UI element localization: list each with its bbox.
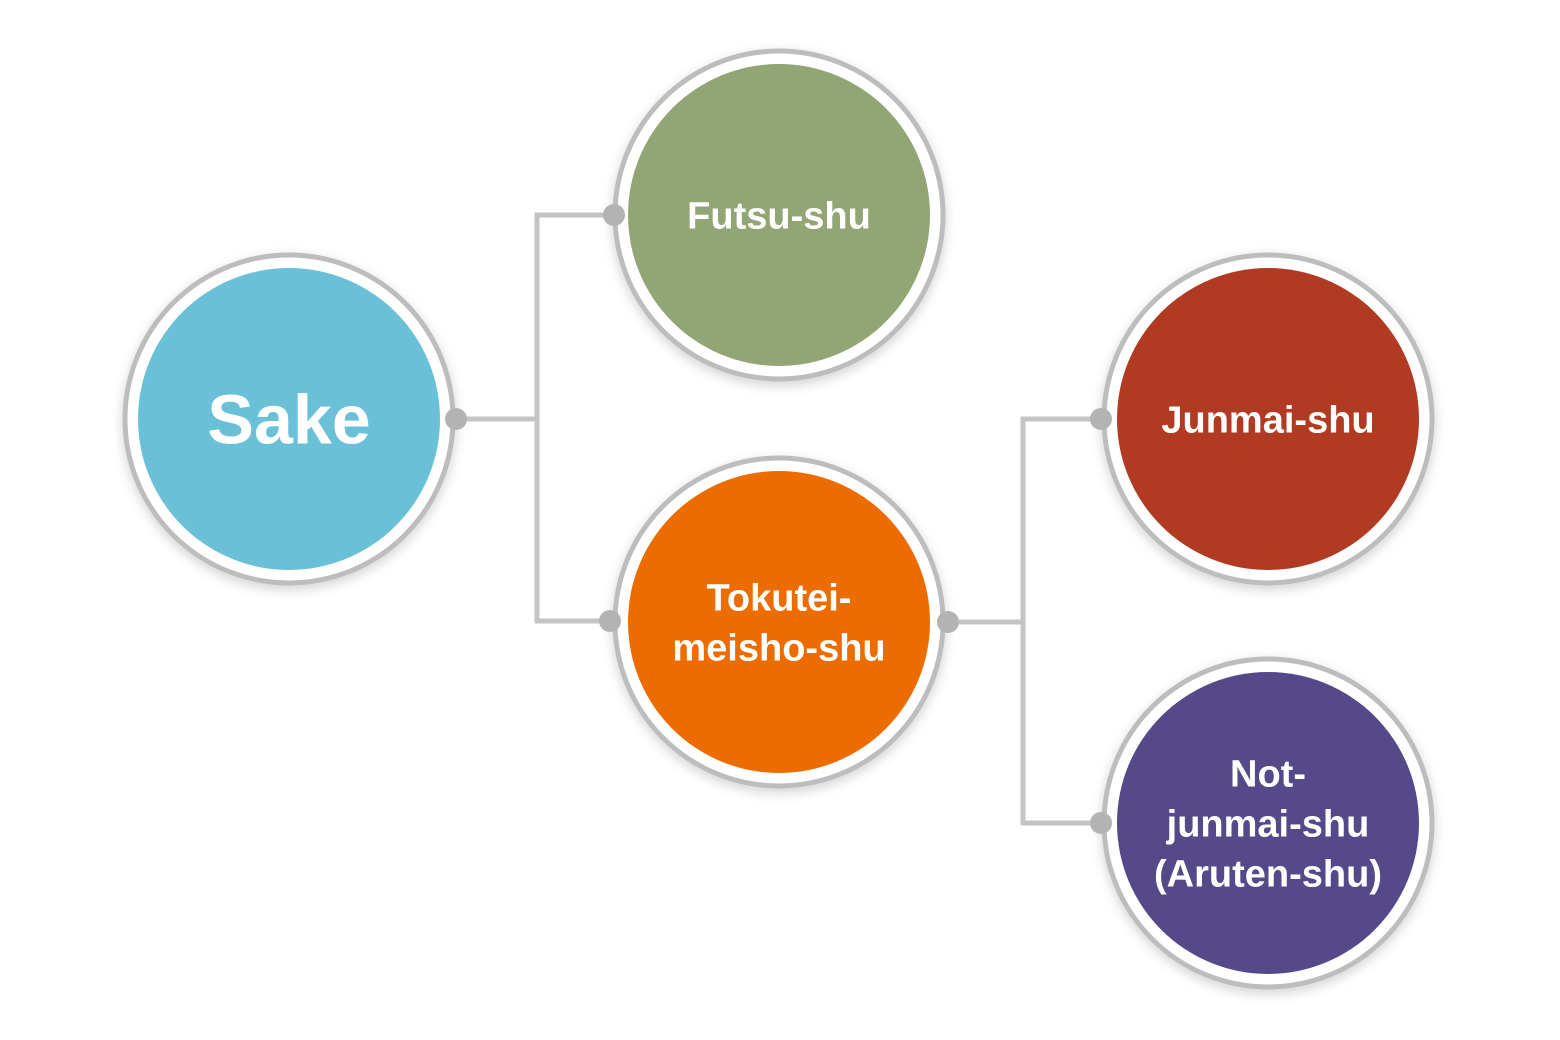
node-label-line: Junmai-shu [1161,399,1374,441]
node-label-line: (Aruten-shu) [1154,853,1382,895]
node-label-line: Futsu-shu [687,195,871,237]
connector-dots [445,204,1112,834]
connector-dot-not-junmai-shu [1090,812,1112,834]
node-label-line: junmai-shu [1166,803,1370,845]
sake-node: Sake [122,252,456,586]
not-junmai-shu-node: Not-junmai-shu (Aruten-shu) [1101,656,1435,990]
junmai-shu-node-circle [1117,268,1419,570]
tokutei-meisho-shu-node-label: Tokutei-meisho-shu [672,577,885,669]
futsu-shu-node-label: Futsu-shu [687,195,871,237]
node-label-line: Tokutei- [707,577,852,619]
sake-node-circle [138,268,440,570]
junmai-shu-node: Junmai-shu [1101,252,1435,586]
connector-dot-tokutei-out [937,611,959,633]
node-label-line: meisho-shu [672,627,885,669]
not-junmai-shu-node-label: Not-junmai-shu (Aruten-shu) [1154,753,1382,895]
tokutei-meisho-shu-node: Tokutei-meisho-shu [612,455,946,789]
futsu-shu-node-circle [628,64,930,366]
tokutei-meisho-shu-node-circle [628,471,930,773]
connector-dot-tokutei-in [599,610,621,632]
node-label-line: Not- [1230,753,1306,795]
not-junmai-shu-node-circle [1117,672,1419,974]
connector-tokutei-branch [1020,416,1101,826]
sake-node-label: Sake [207,381,370,459]
junmai-shu-node-label: Junmai-shu [1161,399,1374,441]
connector-dot-sake [445,408,467,430]
connector-sake-branch [534,212,613,624]
futsu-shu-node: Futsu-shu [612,48,946,382]
connector-dot-futsu-shu [603,204,625,226]
connector-dot-junmai-shu [1090,408,1112,430]
node-label-line: Sake [207,381,370,459]
connectors [456,212,1101,826]
